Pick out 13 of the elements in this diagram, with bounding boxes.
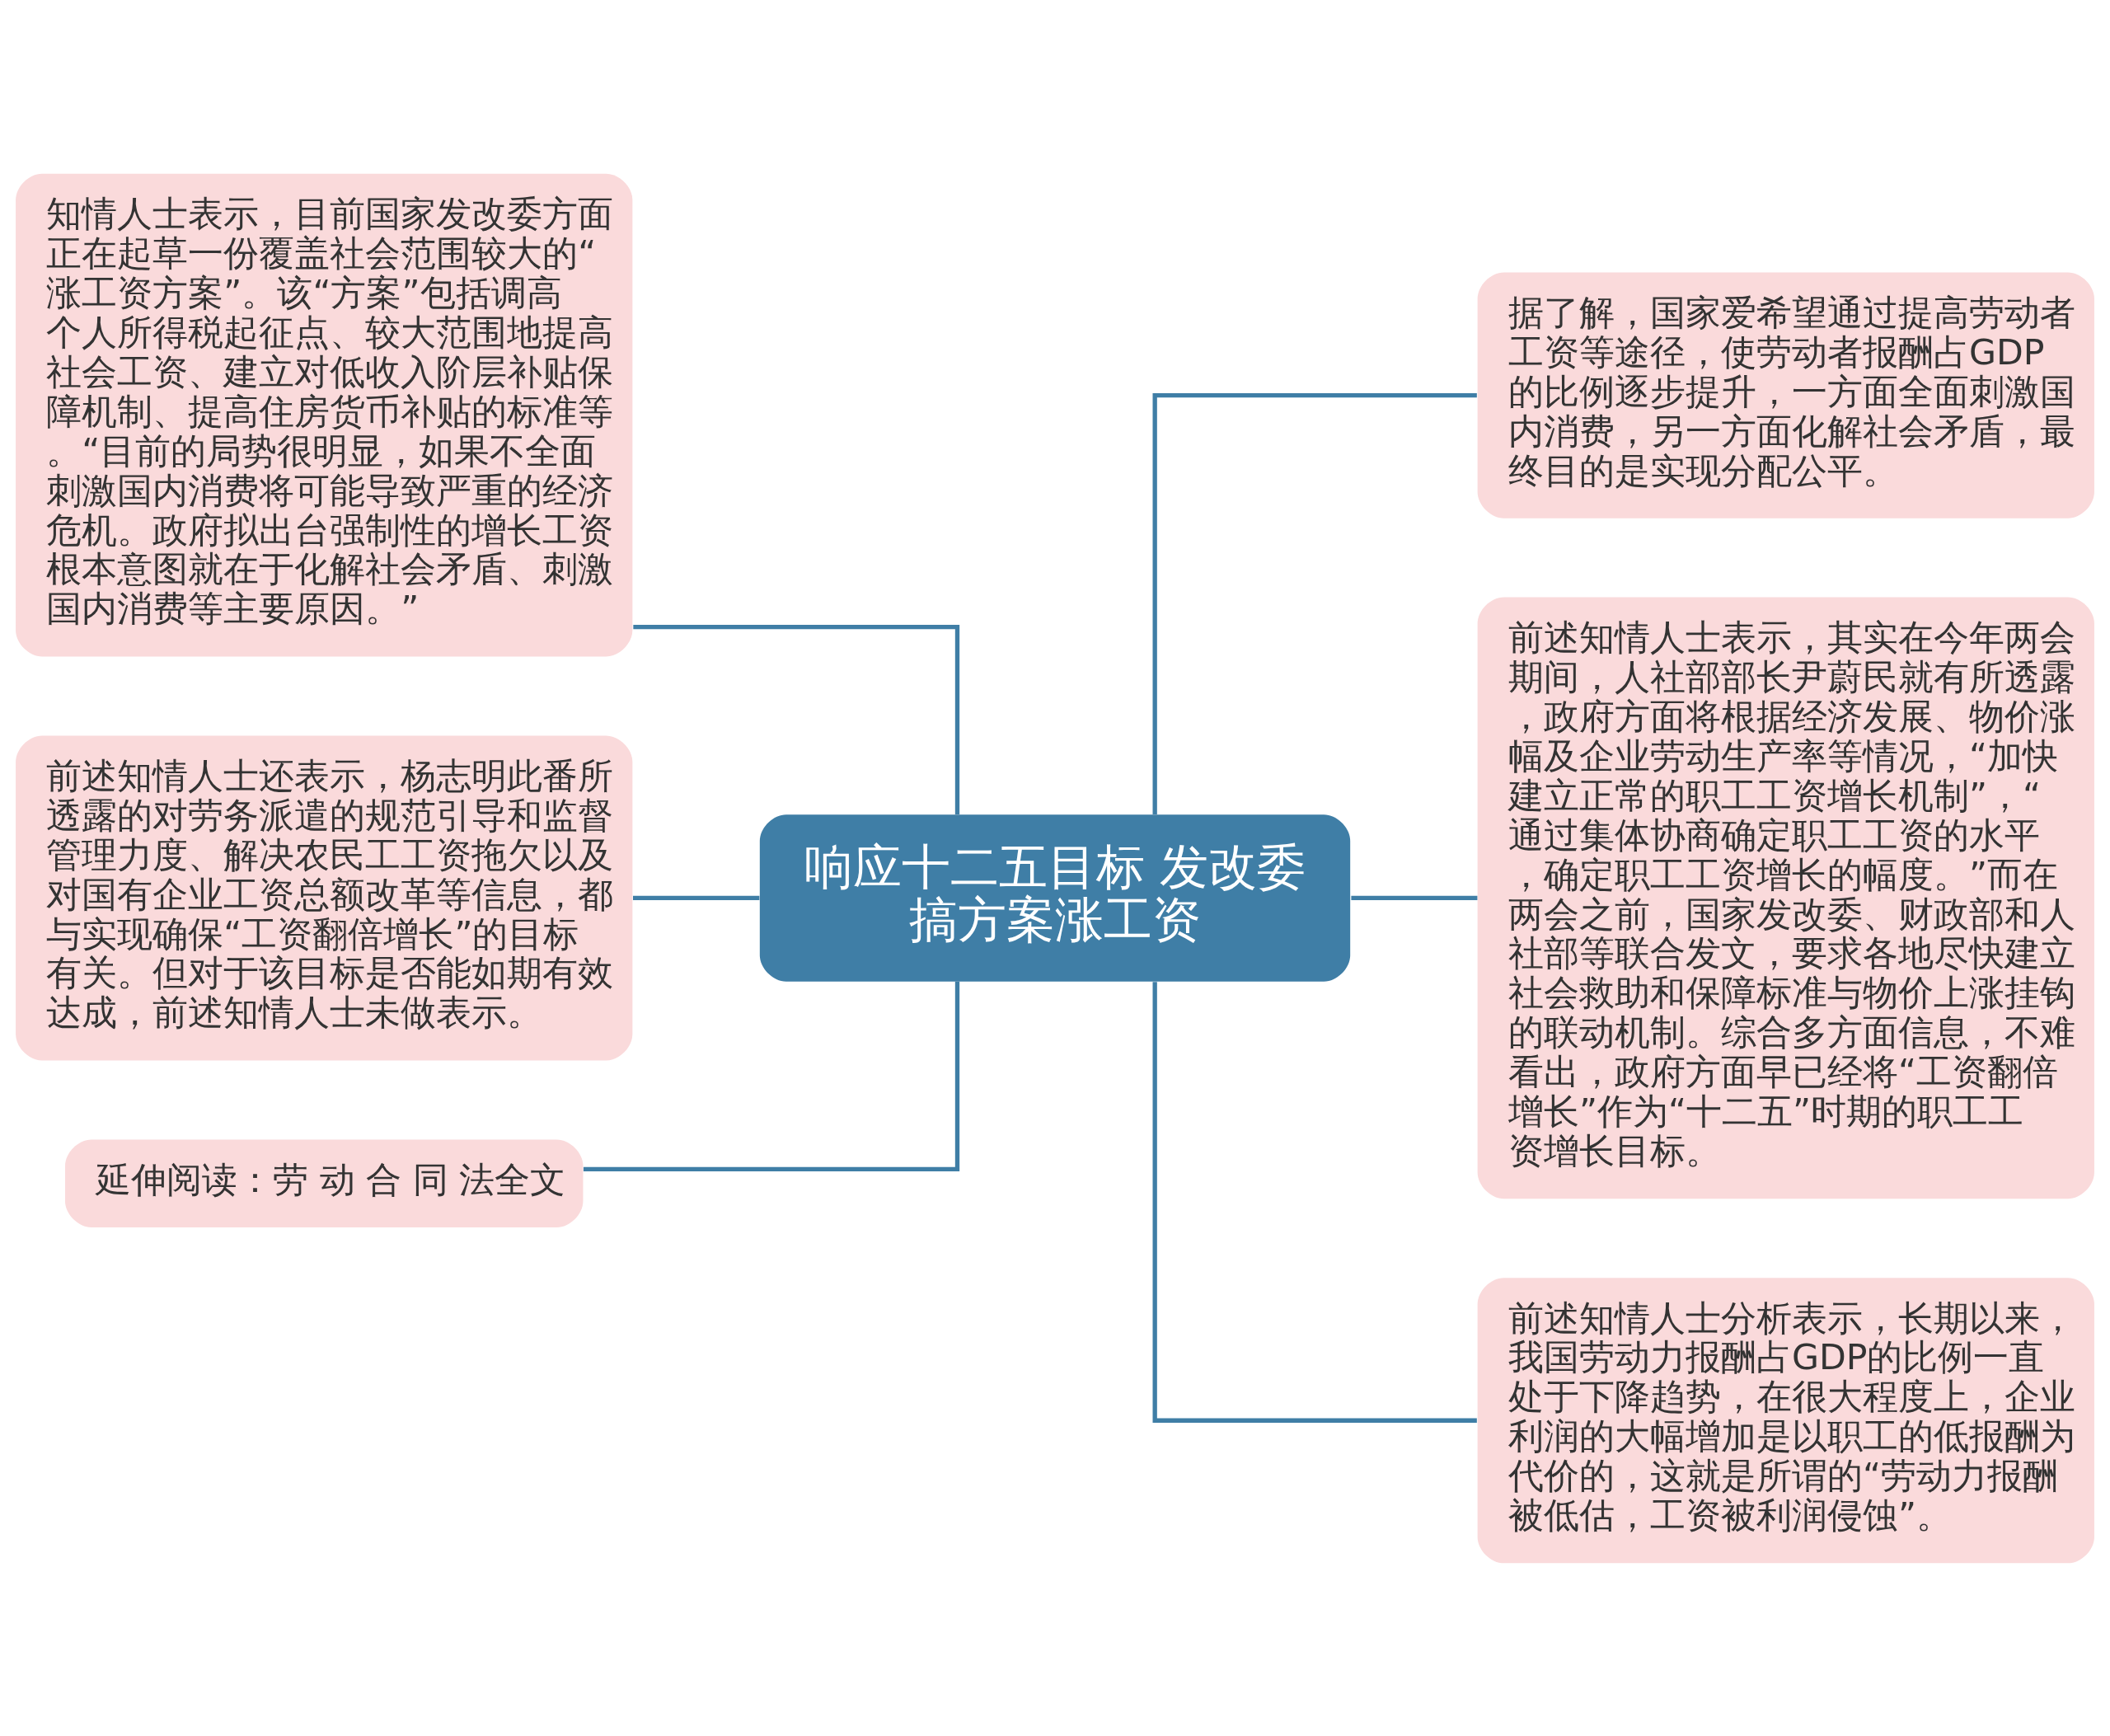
node-box: 前述知情人士表示，其实在今年两会期间，人社部部长尹蔚民就有所透露，政府方面将根据经济发展、物价涨幅及企业劳动生产率等情况，“加快建立正常的职工工资增长机制”，“ 通过集体协商确定职工工资的水平，确定职工工资增长的幅度。”而在两会之前，国家发改委、财政部和人社部等联合发文，要求各地尽快建立社会救助和保障标准与物价上涨挂钩的联动机制。综合多方面信息，不难看出，政府方面早已经将“工资翻倍增长”作为“十二五”时期的职工工资增长目标。 — [1477, 597, 2094, 1199]
node-box: 延伸阅读：劳 动 合 同 法全文 — [65, 1138, 584, 1227]
connector — [1351, 895, 1478, 900]
connector — [583, 981, 960, 1171]
node-box: 响应十二五目标 发改委搞方案涨工资 — [759, 814, 1351, 982]
node-box: 知情人士表示，目前国家发改委方面正在起草一份覆盖社会范围较大的“涨工资方案”。该“方案”包括调高个人所得税起征点、较大范围地提高社会工资、建立对低收入阶层补贴保障机制、提高住房货币补贴的标准等。“目前的局势很明显，如果不全面刺激国内消费将可能导致严重的经济危机。政府拟出台强制性的增长工资根本意图就在于化解社会矛盾、刺激国内消费等主要原因。” — [16, 173, 633, 656]
node-box: 前述知情人士分析表示，长期以来，我国劳动力报酬占GDP的比例一直处于下降趋势，在很大程度上，企业利润的大幅增加是以职工的低报酬为代价的，这就是所谓的“劳动力报酬被低估，工资被利润侵蚀”。 — [1477, 1277, 2094, 1563]
connector — [633, 624, 960, 814]
node-box: 据了解，国家爱希望通过提高劳动者工资等途径，使劳动者报酬占GDP的比例逐步提升，一方面全面刺激国内消费，另一方面化解社会矛盾，最终目的是实现分配公平。 — [1477, 272, 2094, 518]
node-box: 前述知情人士还表示，杨志明此番所透露的对劳务派遣的规范引导和监督管理力度、解决农民工工资拖欠以及对国有企业工资总额改革等信息，都与实现确保“工资翻倍增长”的目标有关。但对于该目标是否能如期有效达成，前述知情人士未做表示。 — [16, 734, 633, 1060]
connector — [1152, 981, 1477, 1423]
connector — [633, 895, 760, 900]
connector — [1152, 392, 1477, 814]
